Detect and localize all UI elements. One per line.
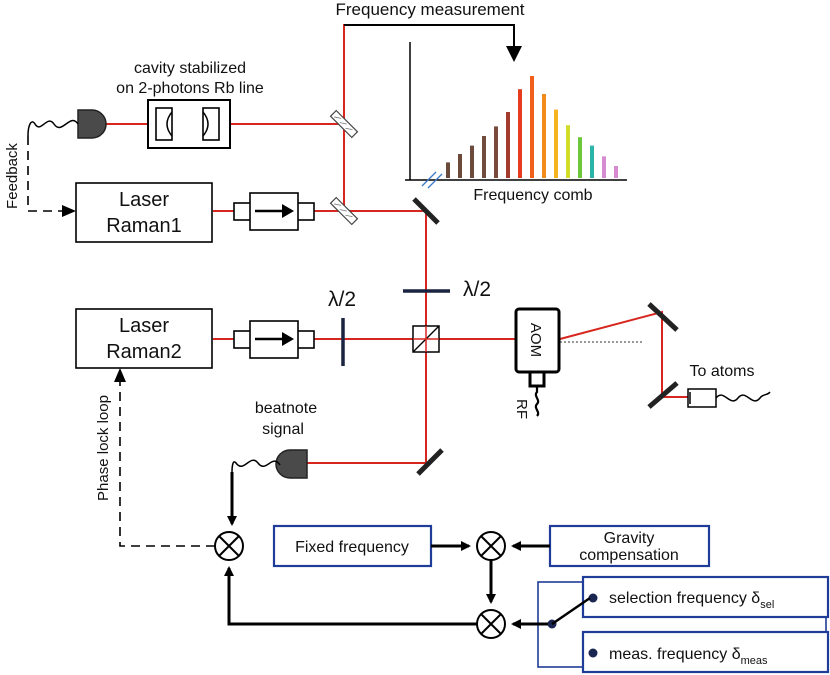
atoms-fiber-coupler: To atoms: [687, 363, 771, 408]
comb-tooth: [446, 162, 450, 178]
selection-frequency-box[interactable]: [581, 575, 830, 619]
switch-contact-meas: [588, 648, 598, 658]
mixer-to-phase-mixer-wire: [224, 566, 477, 626]
laser-raman2-box: [75, 308, 213, 369]
isolator-arrow-icon: [282, 204, 294, 218]
mirror-atoms-bottom: [647, 381, 679, 409]
selection-frequency-label: selection frequency δsel: [609, 590, 774, 611]
feedback-arrowhead-icon: [62, 205, 76, 217]
laser-raman1-line1: Laser: [119, 189, 169, 211]
aom-connector: [528, 370, 546, 388]
photodiode-icon: [77, 109, 107, 139]
comb-tooth: [518, 89, 522, 178]
laser-raman2-line2: Raman2: [106, 341, 182, 363]
frequency-mixer-bottom: [476, 609, 506, 639]
gravity-compensation-box: [548, 524, 711, 568]
fiber-coupler-box: [687, 388, 717, 408]
fiber-icon: [715, 391, 771, 402]
cavity: cavity stabilized on 2-photons Rb line: [116, 60, 264, 149]
beatnote-label-line2: signal: [262, 421, 304, 438]
diffracted-beam: [559, 310, 692, 398]
beatnote-label-line1: beatnote: [255, 400, 317, 417]
fixed-frequency-box: [272, 524, 433, 568]
switch-contact-selection: [588, 593, 598, 603]
cavity-label-line2: on 2-photons Rb line: [116, 80, 264, 97]
comb-tooth: [554, 109, 558, 178]
rf-cable-icon: [534, 386, 540, 417]
gravity-label-line2: compensation: [579, 547, 679, 564]
frequency-mixer-top: [476, 531, 506, 561]
mixer-icon: [480, 535, 502, 557]
comb-tooth: [494, 126, 498, 178]
comb-tooth: [470, 145, 474, 178]
comb-tooth: [578, 137, 582, 178]
comb-tooth: [614, 166, 618, 178]
half-wave-label-right: λ/2: [463, 278, 491, 301]
beatnote-photodetector: beatnote signal: [231, 400, 317, 479]
phase-lock-arrowhead-icon: [114, 368, 126, 382]
comb-tooth: [506, 112, 510, 178]
phase-mixer: [214, 531, 244, 561]
optical-isolator-1: [233, 192, 315, 231]
gravity-label-line1: Gravity: [604, 530, 655, 547]
comb-tooth: [566, 125, 570, 178]
comb-tooth: [482, 136, 486, 178]
meas-frequency-box[interactable]: [581, 630, 830, 674]
isolator-arrow-icon: [282, 332, 294, 346]
comb-tooth: [542, 94, 546, 178]
mirror-atoms-top: [647, 302, 679, 332]
comb-tooth: [590, 145, 594, 178]
comb-tooth: [530, 76, 534, 178]
feedback-label: Feedback: [4, 143, 21, 209]
fixed-frequency-label: Fixed frequency: [295, 539, 409, 556]
aom: AOM RF: [513, 307, 561, 419]
rf-label: RF: [513, 399, 530, 419]
cavity-photodetector: [27, 109, 107, 139]
axis-break-icon: [421, 171, 443, 189]
pickoff-vertical-beam: [343, 24, 514, 211]
phase-lock-loop-label: Phase lock loop: [95, 395, 112, 501]
switch-lever[interactable]: [551, 596, 591, 626]
beam-splitter-cube: [412, 325, 440, 353]
mirror-bottom: [416, 448, 444, 476]
comb-teeth: [446, 76, 618, 178]
comb-tooth: [458, 154, 462, 178]
frequency-comb-label: Frequency comb: [473, 187, 592, 204]
meas-frequency-label: meas. frequency δmeas: [609, 646, 768, 667]
cable-icon: [231, 459, 281, 473]
laser-raman1-box: [75, 182, 213, 243]
beam-splitter-plates: [329, 109, 359, 226]
optical-isolator-2: [233, 320, 315, 359]
aom-label: AOM: [527, 323, 544, 357]
laser-raman2-line1: Laser: [119, 315, 169, 337]
frequency-measurement-arrow: [344, 24, 522, 62]
frequency-comb: Frequency comb: [405, 42, 627, 204]
mirrors: [412, 197, 679, 476]
feedback-line: [27, 136, 68, 212]
mirror-top: [412, 197, 440, 225]
cavity-label-line1: cavity stabilized: [134, 60, 246, 77]
cavity-mirror-right: [202, 107, 220, 141]
photodiode-icon: [275, 449, 308, 479]
frequency-measurement-label: Frequency measurement: [336, 0, 525, 19]
to-atoms-label: To atoms: [690, 363, 755, 380]
mixer-icon: [218, 535, 240, 557]
half-wave-label-left: λ/2: [328, 288, 356, 311]
comb-tooth: [602, 156, 606, 178]
cable-icon: [27, 119, 79, 137]
laser-raman1-line2: Raman1: [106, 215, 182, 237]
phase-lock-line: [119, 378, 215, 547]
cavity-mirror-left: [155, 107, 173, 141]
mixer-icon: [480, 613, 502, 635]
